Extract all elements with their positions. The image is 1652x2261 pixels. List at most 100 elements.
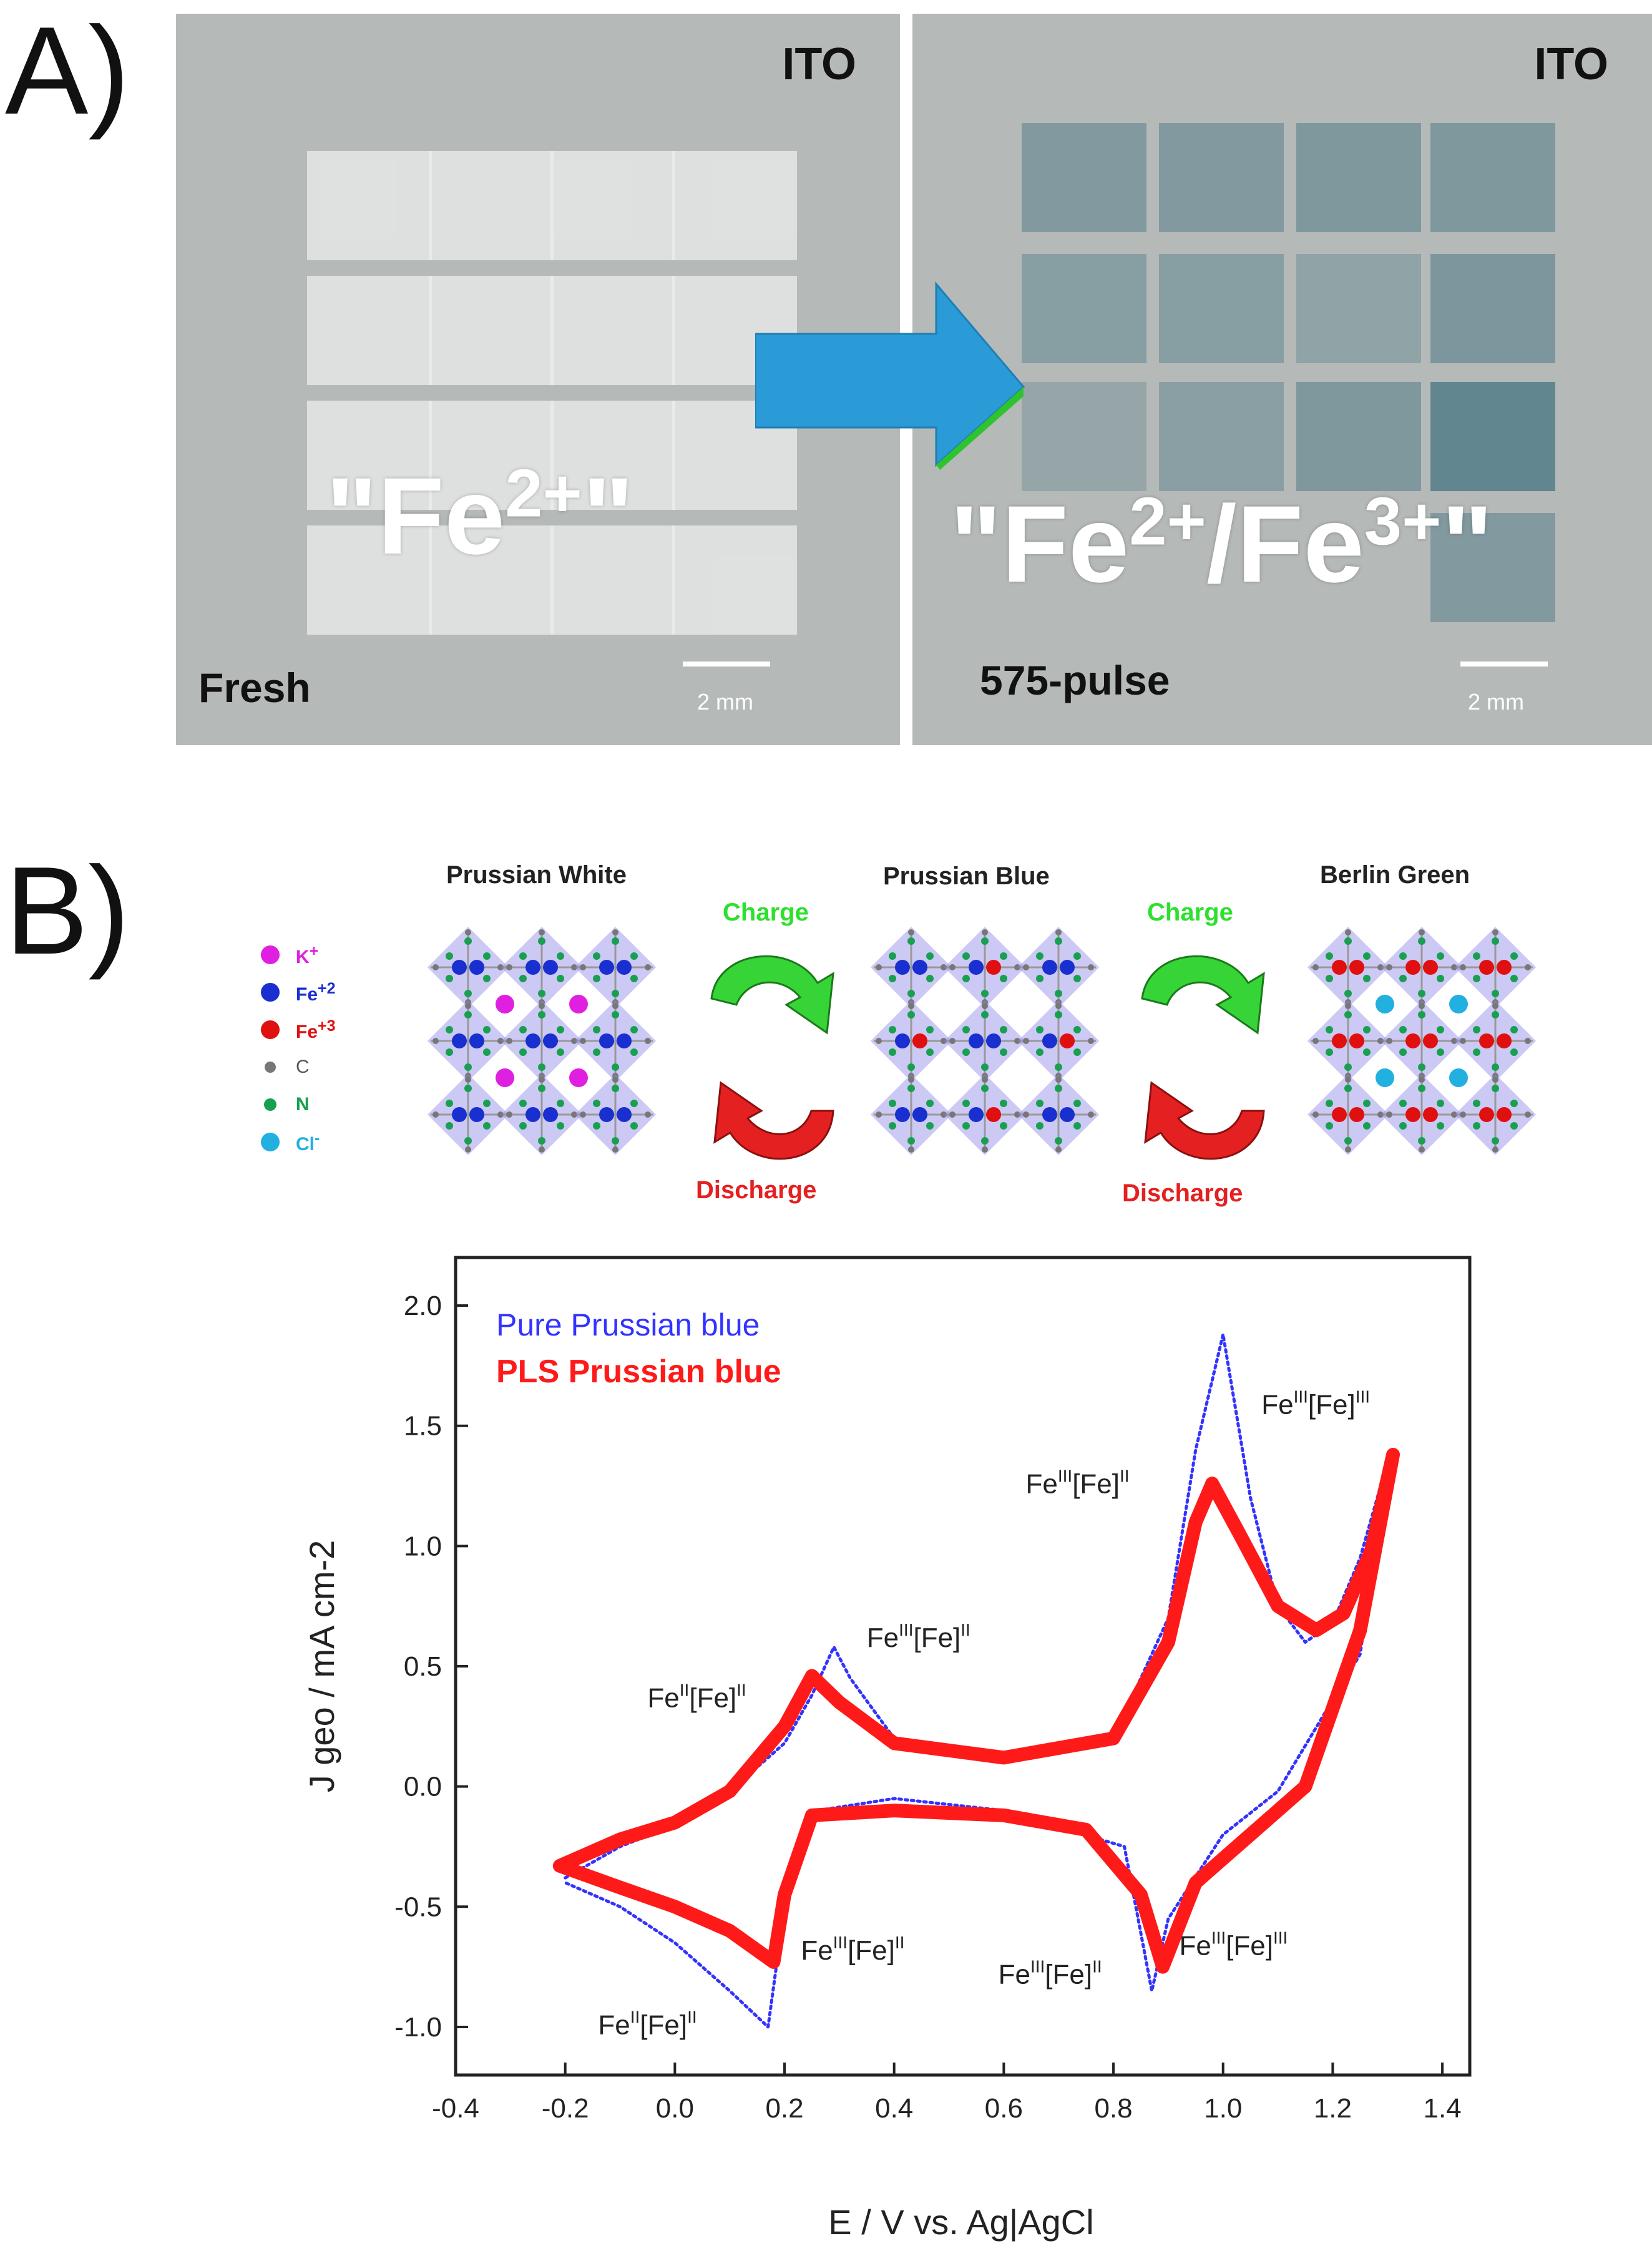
interstitial-ion — [569, 995, 588, 1013]
legend-swatch — [261, 983, 280, 1002]
peak-annotation: FeIII[Fe]III — [1261, 1387, 1370, 1420]
c-atom — [1451, 964, 1457, 970]
n-atom — [1399, 952, 1407, 960]
c-atom — [1492, 1146, 1498, 1153]
n-atom — [483, 1100, 491, 1107]
c-atom — [612, 1146, 618, 1153]
fe-atom — [525, 960, 540, 975]
n-atom — [889, 1026, 896, 1033]
c-atom — [941, 964, 947, 970]
n-atom — [1055, 990, 1062, 997]
n-atom — [1000, 975, 1007, 982]
n-atom — [1363, 975, 1371, 982]
fe-atom — [1479, 1107, 1494, 1122]
legend-swatch — [261, 1020, 280, 1039]
c-atom — [1451, 1111, 1457, 1118]
c-atom — [1460, 964, 1466, 970]
n-atom — [1418, 1137, 1425, 1145]
n-atom — [889, 1122, 896, 1130]
n-atom — [1473, 1048, 1480, 1056]
x-tick-label: 1.2 — [1314, 2093, 1352, 2124]
n-atom — [1473, 1100, 1480, 1107]
interstitial-ion — [496, 995, 514, 1013]
n-atom — [612, 990, 619, 997]
n-atom — [1510, 1100, 1518, 1107]
fe-atom — [895, 1107, 910, 1122]
n-atom — [1036, 975, 1043, 982]
n-atom — [446, 1026, 453, 1033]
c-atom — [1386, 1038, 1392, 1044]
fe-atom — [895, 960, 910, 975]
c-atom — [949, 1038, 956, 1044]
peak-annotation: FeIII[Fe]II — [867, 1620, 970, 1653]
c-atom — [1419, 1003, 1425, 1009]
fe-atom — [1042, 1033, 1057, 1048]
c-atom — [876, 1038, 882, 1044]
n-atom — [538, 990, 545, 997]
n-atom — [1473, 1026, 1480, 1033]
fe-atom — [1060, 1033, 1075, 1048]
n-atom — [926, 975, 934, 982]
c-atom — [539, 1146, 545, 1153]
fe-atom — [912, 1107, 927, 1122]
c-atom — [1023, 1038, 1029, 1044]
n-atom — [1418, 1063, 1425, 1071]
n-atom — [1344, 937, 1352, 945]
legend-entry-pls: PLS Prussian blue — [496, 1354, 781, 1390]
transformation-arrow — [755, 281, 1025, 470]
n-atom — [1055, 1137, 1062, 1145]
n-atom — [612, 1011, 619, 1018]
n-atom — [1418, 1085, 1425, 1092]
n-atom — [889, 1100, 896, 1107]
n-atom — [926, 1048, 934, 1056]
c-atom — [1088, 1111, 1094, 1118]
n-atom — [1363, 1122, 1371, 1130]
peak-annotation: FeIII[Fe]II — [801, 1933, 904, 1966]
n-atom — [1437, 1100, 1444, 1107]
n-atom — [630, 1048, 638, 1056]
n-atom — [1437, 975, 1444, 982]
n-atom — [1000, 1122, 1007, 1130]
y-tick-label: 2.0 — [404, 1291, 442, 1321]
n-atom — [557, 975, 564, 982]
n-atom — [446, 1048, 453, 1056]
n-atom — [612, 1137, 619, 1145]
fe-atom — [895, 1033, 910, 1048]
c-atom — [1312, 1111, 1319, 1118]
n-atom — [1492, 1085, 1499, 1092]
c-atom — [1460, 1038, 1466, 1044]
n-atom — [538, 1063, 545, 1071]
c-atom — [612, 929, 618, 935]
c-atom — [571, 1038, 577, 1044]
interstitial-ion — [1376, 995, 1394, 1013]
n-atom — [1363, 952, 1371, 960]
n-atom — [962, 975, 970, 982]
n-atom — [1344, 1137, 1352, 1145]
n-atom — [593, 1026, 600, 1033]
n-atom — [907, 1085, 915, 1092]
c-atom — [1312, 964, 1319, 970]
interstitial-ion — [496, 1068, 514, 1087]
crystal-structures — [427, 926, 1537, 1156]
x-tick-label: 0.6 — [985, 2093, 1023, 2124]
n-atom — [907, 1063, 915, 1071]
n-atom — [1363, 1048, 1371, 1056]
fe-atom — [599, 1107, 614, 1122]
fe-atom — [1423, 1107, 1438, 1122]
n-atom — [1437, 1122, 1444, 1130]
scale-label-right: 2 mm — [1468, 689, 1524, 715]
fe-atom — [986, 960, 1001, 975]
fe-atom — [1423, 1033, 1438, 1048]
n-atom — [483, 975, 491, 982]
c-atom — [1525, 964, 1531, 970]
fe-atom — [617, 1033, 632, 1048]
n-atom — [630, 975, 638, 982]
x-tick-label: 1.0 — [1204, 2093, 1242, 2124]
n-atom — [593, 1100, 600, 1107]
n-atom — [519, 1122, 527, 1130]
c-atom — [1014, 964, 1020, 970]
n-atom — [1036, 952, 1043, 960]
interstitial-ion — [1376, 1068, 1394, 1087]
c-atom — [645, 1038, 651, 1044]
interstitial-ion — [1449, 1068, 1468, 1087]
